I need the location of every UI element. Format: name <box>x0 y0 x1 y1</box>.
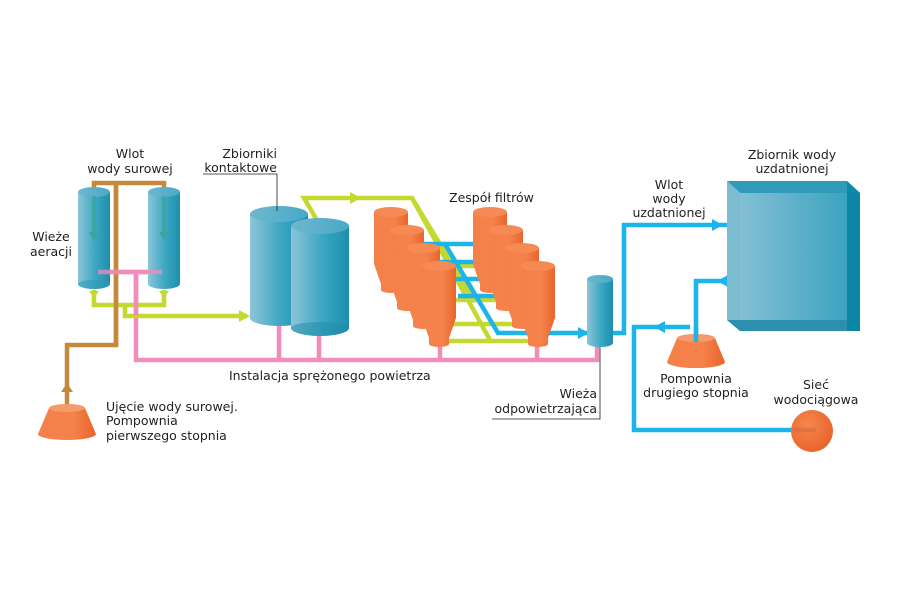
svg-text:odpowietrzająca: odpowietrzająca <box>495 401 597 416</box>
svg-text:wody: wody <box>652 191 686 206</box>
flow-arrow-left <box>654 321 665 333</box>
svg-text:Sieć: Sieć <box>803 377 829 392</box>
aeration-tower[interactable] <box>78 187 110 289</box>
label-raw-water-intake: Ujęcie wody surowej. Pompownia pierwszeg… <box>106 399 238 443</box>
contact-tank-leader <box>203 173 278 211</box>
svg-text:uzdatnionej: uzdatnionej <box>632 205 705 220</box>
second-stage-pump[interactable] <box>667 327 725 369</box>
svg-text:Ujęcie wody surowej.: Ujęcie wody surowej. <box>106 399 238 414</box>
degassing-tower[interactable] <box>587 275 613 347</box>
flow-arrow-right <box>578 327 589 339</box>
flow-arrow-right <box>350 192 361 204</box>
label-compressed-air: Instalacja sprężonego powietrza <box>229 368 431 383</box>
label-filter-group: Zespół filtrów <box>449 190 534 205</box>
flow-arrow-left <box>717 275 728 287</box>
svg-text:Pompownia: Pompownia <box>660 371 732 386</box>
first-stage-pump[interactable] <box>38 404 96 440</box>
filter-outlet-diagonal <box>443 242 588 336</box>
svg-text:Instalacja sprężonego powietrz: Instalacja sprężonego powietrza <box>229 368 431 383</box>
svg-text:Wieża: Wieża <box>560 386 597 401</box>
filter-group <box>374 207 555 347</box>
arrow-head <box>159 232 169 240</box>
label-raw-water-inlet: Wlot wody surowej <box>87 146 173 176</box>
aerated-to-contact <box>122 305 247 319</box>
label-treated-water-tank: Zbiornik wody uzdatnionej <box>748 147 837 176</box>
svg-text:Wlot: Wlot <box>116 146 144 161</box>
water-network[interactable] <box>791 410 833 452</box>
aeration-tower[interactable] <box>148 187 180 289</box>
svg-text:wodociągowa: wodociągowa <box>774 392 859 407</box>
svg-text:Zbiornik wody: Zbiornik wody <box>748 147 837 162</box>
flow-arrow-down <box>159 291 169 298</box>
flow-arrow-right <box>239 310 250 322</box>
label-treated-water-inlet: Wlot wody uzdatnionej <box>632 177 705 220</box>
label-aeration-towers: Wieże aeracji <box>30 229 72 259</box>
svg-text:Zespół filtrów: Zespół filtrów <box>449 190 534 205</box>
svg-text:Wlot: Wlot <box>655 177 683 192</box>
arrow-head <box>89 232 99 240</box>
filter[interactable] <box>521 261 555 347</box>
svg-text:Wieże: Wieże <box>32 229 70 244</box>
svg-text:Pompownia: Pompownia <box>106 413 178 428</box>
treated-water-tank[interactable] <box>727 181 860 331</box>
flow-arrow-right <box>712 219 723 231</box>
label-water-network: Sieć wodociągowa <box>774 377 859 407</box>
flow-arrow-down <box>89 291 99 298</box>
svg-text:uzdatnionej: uzdatnionej <box>755 161 828 176</box>
svg-text:wody surowej: wody surowej <box>87 161 173 176</box>
filter[interactable] <box>422 261 456 347</box>
label-degassing-tower: Wieża odpowietrzająca <box>495 386 597 416</box>
svg-text:pierwszego stopnia: pierwszego stopnia <box>106 428 227 443</box>
svg-text:Zbiorniki: Zbiorniki <box>222 146 277 161</box>
aerated-collector <box>91 290 167 308</box>
treated-inlet-pipe <box>613 222 735 336</box>
label-second-stage-pump: Pompownia drugiego stopnia <box>643 371 749 400</box>
flow-arrow-up <box>61 383 73 392</box>
degassing-tower-leader <box>492 347 601 420</box>
svg-text:kontaktowe: kontaktowe <box>204 160 277 175</box>
label-contact-tanks: Zbiorniki kontaktowe <box>204 146 277 175</box>
svg-text:drugiego stopnia: drugiego stopnia <box>643 385 749 400</box>
contact-tank[interactable] <box>291 218 349 336</box>
svg-text:aeracji: aeracji <box>30 244 72 259</box>
